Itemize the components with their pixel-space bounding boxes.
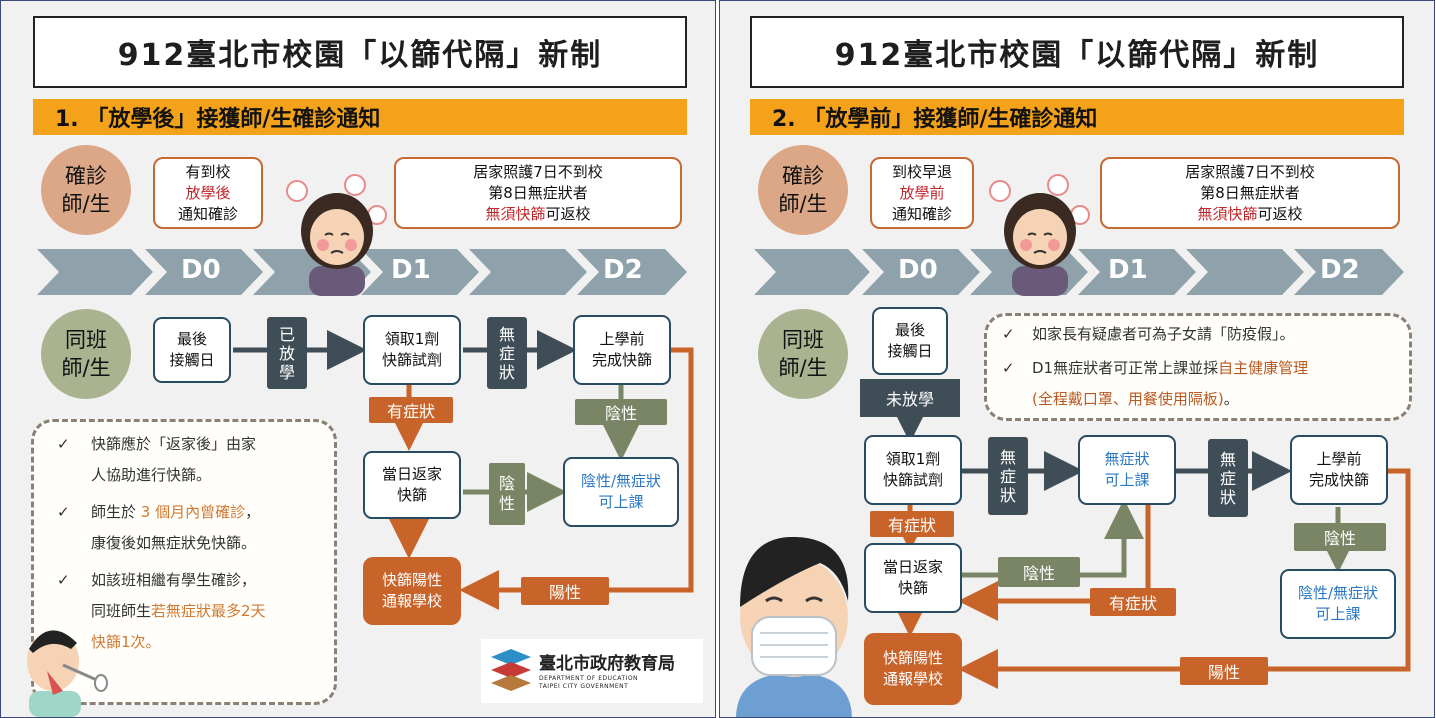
day-label-d0: D0 xyxy=(898,255,938,285)
positive-label: 陽性 xyxy=(521,577,609,605)
before-school-test-box: 上學前 完成快篩 xyxy=(573,315,671,385)
section-header: 1. 「放學後」接獲師/生確診通知 xyxy=(33,99,687,135)
confirmed-circle: 確診 師/生 xyxy=(758,145,848,235)
sick-person-icon xyxy=(286,174,387,296)
notes-box xyxy=(31,419,337,705)
same-day-test-box: 當日返家 快篩 xyxy=(363,451,461,519)
masked-person-icon xyxy=(736,537,852,717)
logo-sub-1: DEPARTMENT OF EDUCATION xyxy=(539,675,639,682)
note-2: ✓ D1無症狀者可正常上課並採自主健康管理 (全程戴口罩、用餐使用隔板)。 xyxy=(1002,359,1309,408)
classmates-circle: 同班 師/生 xyxy=(758,309,848,399)
no-symptom-label-2: 無 症 狀 xyxy=(1208,439,1248,517)
negative-label: 陰性 xyxy=(575,399,667,425)
note-2: ✓ 師生於 3 個月內曾確診， 康復後如無症狀免快篩。 xyxy=(57,503,261,552)
note-1: ✓ 如家長有疑慮者可為子女請「防疫假」。 xyxy=(1002,325,1295,343)
no-symptom-label: 無 症 狀 xyxy=(487,317,527,389)
right-panel: 912臺北市校園「以篩代隔」新制 2. 「放學前」接獲師/生確診通知 D0 D1… xyxy=(719,0,1435,718)
before-school-test-box: 上學前 完成快篩 xyxy=(1290,435,1388,505)
home-care-box: 居家照護7日不到校 第8日無症狀者 無須快篩可返校 xyxy=(394,157,682,229)
negative-label: 陰性 xyxy=(998,557,1080,587)
negative-label-2: 陰性 xyxy=(1294,523,1386,551)
day-label-d1: D1 xyxy=(391,255,431,285)
note-1: ✓ 快篩應於「返家後」由家 人協助進行快篩。 xyxy=(57,435,257,484)
not-left-label: 未放學 xyxy=(860,379,960,417)
logo-title: 臺北市政府教育局 xyxy=(539,654,675,674)
left-panel: 912臺北市校園「以篩代隔」新制 1. 「放學後」接獲師/生確診通知 D0 D1… xyxy=(0,0,716,718)
department-logo: 臺北市政府教育局 DEPARTMENT OF EDUCATION TAIPEI … xyxy=(481,639,703,703)
negative-attend-box: 陰性/無症狀 可上課 xyxy=(1280,569,1396,639)
nasal-swab-icon xyxy=(27,630,108,717)
logo-sub-2: TAIPEI CITY GOVERNMENT xyxy=(539,683,629,690)
last-contact-box: 最後 接觸日 xyxy=(153,317,231,383)
confirmed-circle: 確診 師/生 xyxy=(41,145,131,235)
has-symptom-label-2: 有症狀 xyxy=(1090,588,1176,616)
home-care-box: 居家照護7日不到校 第8日無症狀者 無須快篩可返校 xyxy=(1100,157,1400,229)
note-3: ✓ 如該班相繼有學生確診， 同班師生若無症狀最多2天 快篩1次。 xyxy=(57,571,266,651)
get-test-kit-box: 領取1劑 快篩試劑 xyxy=(864,435,962,505)
last-contact-box: 最後 接觸日 xyxy=(872,307,948,375)
negative-attend-box: 陰性/無症狀 可上課 xyxy=(563,457,679,527)
positive-report-box: 快篩陽性 通報學校 xyxy=(363,557,461,625)
day-label-d1: D1 xyxy=(1108,255,1148,285)
no-symptom-label: 無 症 狀 xyxy=(988,437,1028,515)
confirmed-box: 到校早退 放學前 通知確診 xyxy=(870,157,974,229)
has-symptom-label: 有症狀 xyxy=(870,511,954,537)
get-test-kit-box: 領取1劑 快篩試劑 xyxy=(363,315,461,385)
confirmed-box: 有到校 放學後 通知確診 xyxy=(153,157,263,229)
no-symptom-attend-box: 無症狀 可上課 xyxy=(1078,435,1176,505)
day-label-d2: D2 xyxy=(1320,255,1360,285)
logo-icon xyxy=(491,649,531,691)
day-label-d0: D0 xyxy=(181,255,221,285)
page-title: 912臺北市校園「以篩代隔」新制 xyxy=(33,16,687,88)
classmates-circle: 同班 師/生 xyxy=(41,309,131,399)
sick-person-icon xyxy=(989,174,1090,296)
positive-report-box: 快篩陽性 通報學校 xyxy=(864,633,962,705)
positive-label: 陽性 xyxy=(1180,657,1268,685)
page-title: 912臺北市校園「以篩代隔」新制 xyxy=(750,16,1404,88)
same-day-test-box: 當日返家 快篩 xyxy=(864,543,962,613)
after-school-label: 已 放 學 xyxy=(267,317,307,389)
negative-vertical-label: 陰 性 xyxy=(489,463,525,525)
notes-box xyxy=(984,313,1412,421)
has-symptom-label: 有症狀 xyxy=(369,397,453,423)
day-label-d2: D2 xyxy=(603,255,643,285)
section-header: 2. 「放學前」接獲師/生確診通知 xyxy=(750,99,1404,135)
